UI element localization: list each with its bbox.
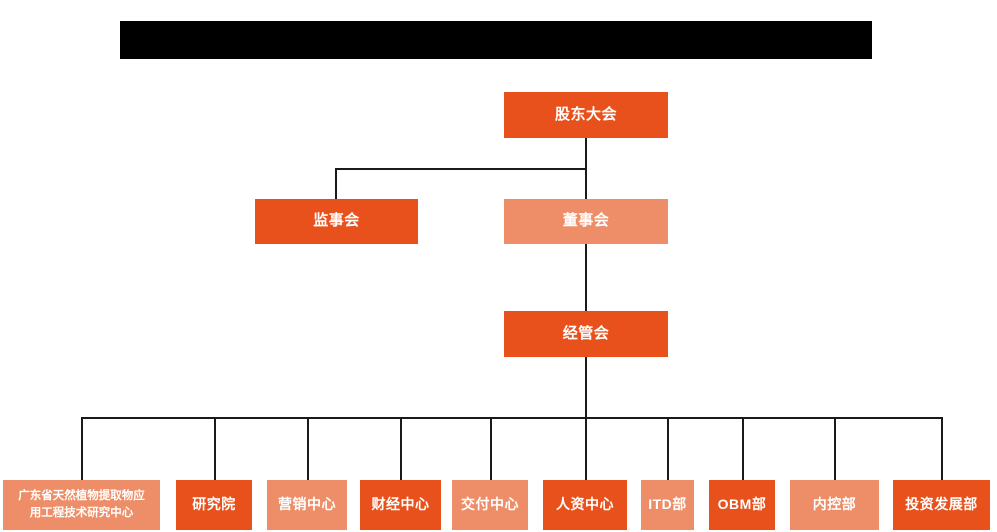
node-management-label: 经管会 bbox=[562, 324, 610, 342]
connector-management-trunk bbox=[585, 357, 587, 418]
node-shareholders-label: 股东大会 bbox=[554, 105, 617, 123]
node-internal-control-label: 内控部 bbox=[812, 496, 857, 513]
node-finance-label: 财经中心 bbox=[371, 496, 430, 513]
node-investment[interactable]: 投资发展部 bbox=[893, 480, 990, 530]
connector-drop-investment bbox=[941, 417, 943, 480]
connector-drop-obm bbox=[742, 417, 744, 480]
node-investment-label: 投资发展部 bbox=[905, 496, 978, 513]
connector-to-supervisors bbox=[335, 168, 337, 201]
node-directors[interactable]: 董事会 bbox=[504, 199, 668, 244]
redacted-title-bar bbox=[120, 21, 872, 59]
node-institute-label: 研究院 bbox=[192, 496, 236, 513]
connector-drop-delivery bbox=[490, 417, 492, 480]
node-itd[interactable]: ITD部 bbox=[641, 480, 694, 530]
node-institute[interactable]: 研究院 bbox=[176, 480, 252, 530]
connector-to-directors bbox=[585, 168, 587, 201]
node-hr[interactable]: 人资中心 bbox=[543, 480, 627, 530]
connector-drop-finance bbox=[400, 417, 402, 480]
connector-department-bus bbox=[81, 417, 943, 419]
connector-shareholders-bus bbox=[335, 168, 587, 170]
node-supervisors[interactable]: 监事会 bbox=[255, 199, 418, 244]
node-delivery[interactable]: 交付中心 bbox=[452, 480, 528, 530]
node-marketing-label: 营销中心 bbox=[278, 496, 336, 513]
node-research-center[interactable]: 广东省天然植物提取物应 用工程技术研究中心 bbox=[3, 480, 160, 530]
node-management[interactable]: 经管会 bbox=[504, 311, 668, 357]
node-finance[interactable]: 财经中心 bbox=[360, 480, 441, 530]
node-directors-label: 董事会 bbox=[562, 212, 610, 230]
connector-drop-marketing bbox=[307, 417, 309, 480]
connector-directors-to-management bbox=[585, 243, 587, 312]
node-supervisors-label: 监事会 bbox=[313, 212, 360, 230]
node-obm-label: OBM部 bbox=[717, 496, 767, 513]
node-itd-label: ITD部 bbox=[648, 496, 687, 513]
node-obm[interactable]: OBM部 bbox=[709, 480, 775, 530]
connector-shareholders-trunk bbox=[585, 137, 587, 170]
connector-drop-itd bbox=[667, 417, 669, 480]
node-delivery-label: 交付中心 bbox=[461, 496, 519, 513]
connector-drop-internal-control bbox=[834, 417, 836, 480]
connector-drop-research-center bbox=[81, 417, 83, 480]
node-shareholders[interactable]: 股东大会 bbox=[504, 92, 668, 138]
connector-drop-institute bbox=[214, 417, 216, 480]
node-internal-control[interactable]: 内控部 bbox=[790, 480, 879, 530]
node-hr-label: 人资中心 bbox=[556, 496, 614, 513]
node-marketing[interactable]: 营销中心 bbox=[267, 480, 347, 530]
node-research-center-label: 广东省天然植物提取物应 用工程技术研究中心 bbox=[18, 490, 145, 519]
connector-drop-hr bbox=[585, 417, 587, 480]
